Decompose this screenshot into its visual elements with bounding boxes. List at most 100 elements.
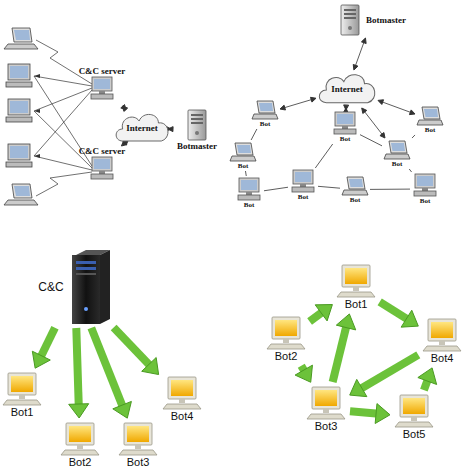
arrowhead [121, 105, 126, 110]
arrowhead [315, 305, 332, 321]
arrowhead [295, 365, 312, 382]
host-label: Bot4 [171, 410, 194, 422]
host-label: Bot1 [345, 298, 368, 310]
arrowhead [361, 38, 366, 44]
pcsmall-icon [411, 173, 439, 197]
cloud-label: Internet [331, 84, 363, 94]
host-label: Bot2 [275, 350, 298, 362]
arrowhead [113, 401, 132, 418]
host-node: Bot [415, 104, 445, 135]
bigserver-icon [68, 249, 112, 325]
pcyellow-icon [162, 376, 202, 410]
arrowhead [353, 64, 358, 70]
server-icon [338, 4, 362, 36]
host-label: Bot [244, 201, 255, 209]
arrowhead [378, 100, 384, 105]
connector-line [409, 169, 411, 172]
host-node: Botmaster [168, 104, 226, 156]
host-label: Bot [425, 126, 436, 134]
pcyellow-icon [60, 422, 100, 456]
connector-line [359, 355, 418, 390]
laptop-icon [383, 140, 411, 160]
connector-line [370, 189, 410, 190]
client-links [34, 40, 92, 196]
host-label: Bot [260, 120, 271, 128]
connector-line [424, 378, 428, 390]
arrowhead [280, 105, 286, 110]
command-arrow [380, 302, 419, 327]
command-arrow [114, 327, 159, 374]
command-arrow [350, 355, 419, 397]
network-link [412, 135, 415, 138]
arrowhead [310, 97, 316, 102]
host-label: Botmaster [177, 141, 217, 151]
network-link [280, 97, 316, 110]
host-label: Bot [298, 193, 309, 201]
host-label: Botmaster [366, 15, 406, 25]
pcsmall-icon [331, 111, 359, 135]
network-link [251, 129, 257, 140]
laptop-icon [229, 142, 257, 162]
client-pc [6, 144, 32, 167]
connector-line [310, 311, 324, 321]
pcyellow-icon [118, 422, 158, 456]
host-label: Bot3 [127, 456, 150, 468]
connector-line [364, 111, 382, 135]
arrowhead [69, 404, 89, 418]
pcsmall-icon [88, 76, 116, 100]
pcsmall-icon [289, 169, 317, 193]
pcsmall-icon [88, 76, 116, 100]
laptop-icon [251, 100, 279, 120]
connector-line [124, 142, 126, 144]
cloud-label: Internet [126, 123, 158, 133]
arrowhead [350, 379, 367, 396]
host-node: Bot [340, 174, 370, 205]
network-link [353, 38, 366, 70]
connector-line [382, 102, 411, 113]
host-label: Bot [238, 162, 249, 170]
network-link [378, 100, 415, 115]
host-node: C&C [34, 248, 116, 326]
connector-line [251, 129, 257, 140]
client-pc [6, 99, 32, 122]
host-node: Bot4 [160, 374, 204, 424]
host-label: Bot2 [69, 456, 92, 468]
client-pc [6, 64, 32, 87]
host-node: Bot [234, 176, 264, 210]
laptop-icon [341, 176, 369, 196]
host-label: C&C server [79, 146, 126, 156]
arrowhead [401, 310, 418, 327]
server-icon [185, 109, 209, 141]
connector-line [40, 328, 55, 358]
pcyellow-icon [60, 422, 100, 456]
arrowhead [380, 133, 385, 138]
pcyellow-icon [2, 372, 42, 406]
connector-line [350, 411, 379, 414]
host-node: Bot [228, 140, 258, 171]
pcyellow-icon [422, 318, 462, 352]
arrowhead [142, 357, 159, 374]
host-node: Botmaster [332, 2, 412, 38]
pcyellow-icon [266, 316, 306, 350]
host-node: Bot1 [0, 370, 44, 420]
pcyellow-icon [306, 386, 346, 420]
network-link [245, 171, 247, 176]
host-node: Bot [382, 138, 412, 169]
host-node: Bot5 [392, 392, 436, 442]
network-link [121, 105, 128, 112]
network-link [360, 135, 382, 146]
pcyellow-icon [394, 394, 434, 428]
host-node: C&C server [68, 60, 136, 106]
connector-line [412, 135, 415, 138]
pcyellow-icon [306, 386, 346, 420]
command-arrow [418, 368, 437, 390]
arrowhead [168, 127, 173, 132]
host-node: Bot3 [304, 384, 348, 434]
connector-line [360, 135, 382, 146]
connector-line [91, 328, 123, 408]
host-label: Bot [392, 160, 403, 168]
host-label: C&C server [79, 66, 126, 76]
laptop-icon [229, 142, 257, 162]
laptop-icon [251, 100, 279, 120]
